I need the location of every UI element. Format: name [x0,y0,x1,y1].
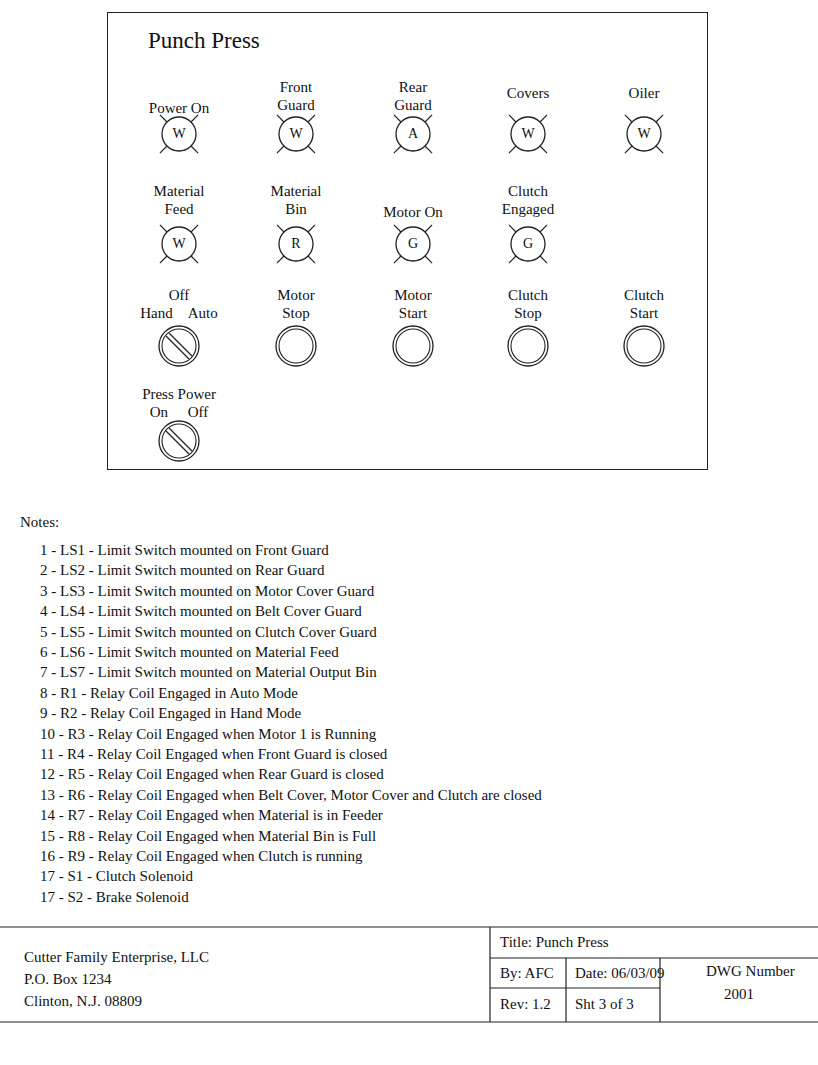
dwg-number: 2001 [724,985,754,1003]
panel-label: Material Feed [144,182,214,218]
selector-switch: OffHand Auto [119,286,239,376]
panel-label: Covers [507,84,550,102]
address: P.O. Box 1234 [24,970,112,988]
control-panel: Punch PressPower OnWFront GuardWRear Gua… [107,12,708,470]
panel-label: Motor Stop [266,286,326,322]
push-button: Clutch Start [584,286,704,376]
author-cell: By: AFC [500,964,554,982]
panel-label: Motor On [383,203,443,221]
title-cell: Title: Punch Press [500,933,609,951]
lamp-color-letter: G [523,235,533,253]
note: 1 - LS1 - Limit Switch mounted on Front … [40,541,329,559]
note: 15 - R8 - Relay Coil Engaged when Materi… [40,827,376,845]
panel-label: Oiler [629,84,660,102]
panel-label: Motor Start [383,286,443,322]
panel-label: On Off [150,403,209,421]
lamp-color-letter: W [637,125,650,143]
panel-label: Power On [149,99,209,117]
lamp-color-letter: R [291,235,300,253]
note: 8 - R1 - Relay Coil Engaged in Auto Mode [40,684,298,702]
panel-label: Press Power [142,385,216,403]
selector-switch: Press PowerOn Off [119,385,239,471]
panel-label: Clutch Engaged [493,182,563,218]
pilot-light: Material BinR [236,182,356,274]
notes-heading: Notes: [20,513,59,531]
note: 14 - R7 - Relay Coil Engaged when Materi… [40,806,383,824]
lamp-color-letter: W [521,125,534,143]
panel-label: Clutch Stop [498,286,558,322]
note: 3 - LS3 - Limit Switch mounted on Motor … [40,582,374,600]
address: Clinton, N.J. 08809 [24,992,142,1010]
note: 7 - LS7 - Limit Switch mounted on Materi… [40,663,377,681]
lamp-color-letter: W [172,125,185,143]
note: 6 - LS6 - Limit Switch mounted on Materi… [40,643,339,661]
lamp-color-letter: W [289,125,302,143]
pilot-light: Material FeedW [119,182,239,274]
push-button: Clutch Stop [468,286,588,376]
lamp-color-letter: W [172,235,185,253]
panel-label: Clutch Start [614,286,674,322]
revision-cell: Rev: 1.2 [500,995,551,1013]
panel-label: Hand Auto [140,304,217,322]
panel-label: Off [169,286,190,304]
panel-label: Material Bin [261,182,331,218]
note: 13 - R6 - Relay Coil Engaged when Belt C… [40,786,542,804]
note: 5 - LS5 - Limit Switch mounted on Clutch… [40,623,377,641]
pilot-light: OilerW [584,84,704,164]
note: 2 - LS2 - Limit Switch mounted on Rear G… [40,561,325,579]
note: 4 - LS4 - Limit Switch mounted on Belt C… [40,602,362,620]
dwg-number-heading: DWG Number [706,962,795,980]
pilot-light: CoversW [468,84,588,164]
note: 17 - S2 - Brake Solenoid [40,888,189,906]
note: 10 - R3 - Relay Coil Engaged when Motor … [40,725,376,743]
note: 9 - R2 - Relay Coil Engaged in Hand Mode [40,704,301,722]
panel-title: Punch Press [148,27,260,55]
company-name: Cutter Family Enterprise, LLC [24,948,209,966]
note: 16 - R9 - Relay Coil Engaged when Clutch… [40,847,362,865]
lamp-color-letter: A [408,125,418,143]
lamp-color-letter: G [408,235,418,253]
push-button: Motor Stop [236,286,356,376]
note: 17 - S1 - Clutch Solenoid [40,867,193,885]
pilot-light: Clutch EngagedG [468,182,588,274]
note: 12 - R5 - Relay Coil Engaged when Rear G… [40,765,384,783]
push-button: Motor Start [353,286,473,376]
note: 11 - R4 - Relay Coil Engaged when Front … [40,745,387,763]
pilot-light: Motor On G [353,203,473,274]
date-cell: Date: 06/03/09 [575,964,665,982]
sheet-cell: Sht 3 of 3 [575,995,634,1013]
pilot-light: Rear GuardA [353,78,473,164]
panel-label: Front Guard [265,78,327,114]
pilot-light: Power On W [119,99,239,164]
panel-label: Rear Guard [382,78,444,114]
pilot-light: Front GuardW [236,78,356,164]
